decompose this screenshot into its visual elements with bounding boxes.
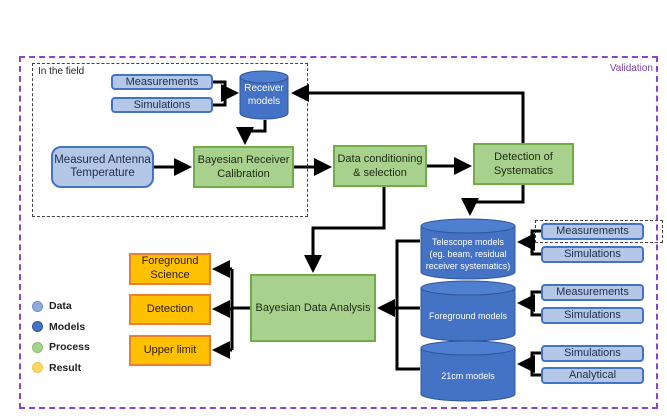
telescope-simulations-node[interactable]: Simulations [541,246,644,263]
legend-item-models: Models [32,317,90,338]
legend-item-data: Data [32,296,90,317]
measured-antenna-temperature-node[interactable]: Measured Antenna Temperature [51,146,154,188]
telescope-measurements-node[interactable]: Measurements [541,223,644,240]
legend-item-process: Process [32,337,90,358]
validation-container [19,56,658,409]
legend: Data Models Process Result [32,296,90,378]
legend-item-result: Result [32,358,90,379]
result-detection[interactable]: Detection [129,294,211,325]
circle-icon [32,341,43,353]
cylinder-icon [420,340,516,402]
result-foreground-science[interactable]: Foreground Science [129,253,211,285]
validation-label: Validation [609,63,653,74]
in-the-field-label: In the field [38,66,85,77]
telescope-models-label: Telescope models (eg. beam, residual rec… [425,236,511,272]
field-simulations-node[interactable]: Simulations [111,97,213,113]
21cm-analytical-node[interactable]: Analytical [541,367,644,384]
receiver-models-label: Receiver models [244,82,284,108]
bayesian-receiver-calibration-node[interactable]: Bayesian Receiver Calibration [193,146,294,188]
21cm-simulations-node[interactable]: Simulations [541,345,644,362]
circle-icon [32,321,43,333]
detection-of-systematics-node[interactable]: Detection of Systematics [473,143,574,185]
foreground-models-node[interactable]: Foreground models [420,280,516,342]
21cm-models-label: 21cm models [441,370,495,381]
bayesian-data-analysis-node[interactable]: Bayesian Data Analysis [250,274,376,342]
data-conditioning-node[interactable]: Data conditioning & selection [333,145,427,187]
cylinder-icon [420,218,516,280]
telescope-models-node[interactable]: Telescope models (eg. beam, residual rec… [420,218,516,280]
foreground-measurements-node[interactable]: Measurements [541,284,644,301]
21cm-models-node[interactable]: 21cm models [420,340,516,402]
receiver-models-node[interactable]: Receiver models [239,70,289,120]
cylinder-icon [239,70,289,120]
circle-icon [32,362,43,374]
foreground-models-label: Foreground models [428,310,508,321]
field-measurements-node[interactable]: Measurements [111,74,213,90]
foreground-simulations-node[interactable]: Simulations [541,307,644,324]
circle-icon [32,300,43,312]
result-upper-limit[interactable]: Upper limit [129,335,211,366]
